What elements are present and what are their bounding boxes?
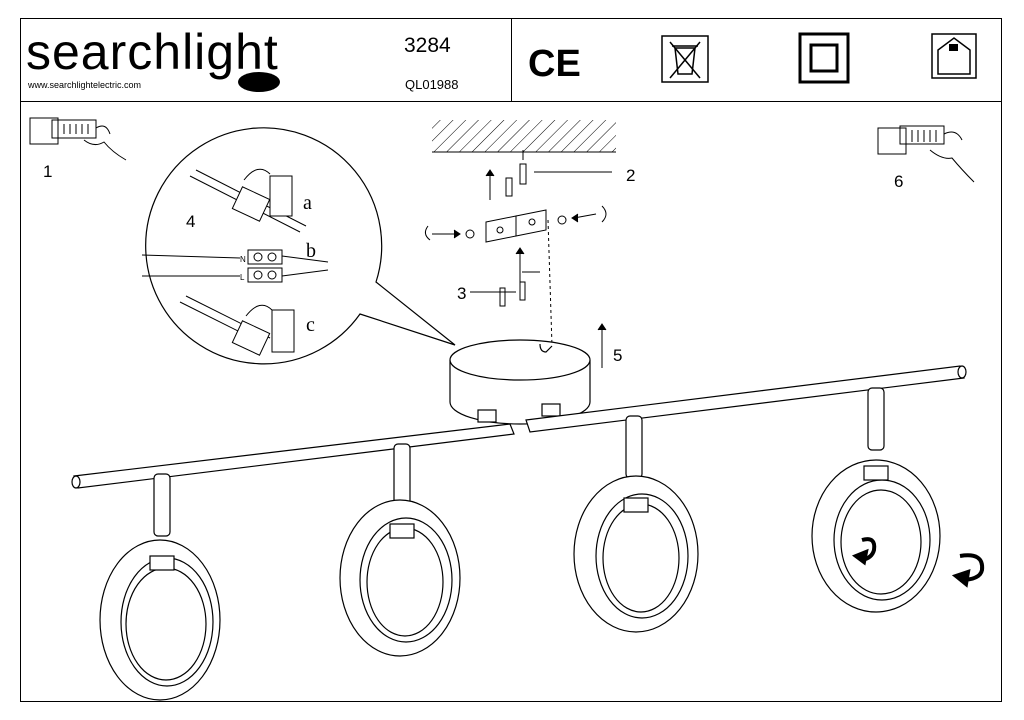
- assembly-arrows: [424, 169, 612, 368]
- switch-on-power-icon: [877, 125, 975, 183]
- model-number: 3284: [404, 34, 451, 57]
- switch-off-power-icon: [29, 117, 127, 161]
- mounting-bracket: [485, 209, 547, 243]
- spotlight-head-3: [573, 415, 699, 633]
- step-3-number: 3: [457, 284, 467, 303]
- website-url: www.searchlightelectric.com: [28, 80, 142, 90]
- terminal-label-n: N: [240, 255, 246, 264]
- grub-screws: [465, 215, 567, 239]
- ce-mark-icon: CE: [528, 43, 581, 85]
- step-6-number: 6: [894, 172, 904, 191]
- ceiling-hatch: [432, 120, 616, 153]
- terminal-block-a: [189, 168, 307, 233]
- step-2-number: 2: [626, 166, 636, 185]
- weee-bin-icon: [661, 35, 709, 83]
- ceiling-canopy: [449, 339, 591, 425]
- brand-logo: searchlight: [26, 24, 279, 80]
- header-divider: [20, 101, 1002, 102]
- wiring-label-a: a: [303, 192, 312, 214]
- product-code: QL01988: [405, 77, 459, 92]
- header-column-divider: [511, 18, 512, 101]
- wiring-label-b: b: [306, 240, 316, 262]
- terminal-block-b: [141, 249, 329, 283]
- terminal-label-l: L: [240, 273, 245, 282]
- indoor-use-icon: [931, 33, 977, 79]
- double-insulation-icon: [798, 32, 850, 84]
- wall-plug-screws: [499, 150, 527, 307]
- spotlight-head-1: [99, 473, 221, 701]
- step-4-number: 4: [186, 212, 196, 231]
- brand-logo-dot: [238, 72, 280, 92]
- step-5-number: 5: [613, 346, 623, 365]
- spotlight-head-2: [339, 443, 461, 657]
- spotlight-head-4: [811, 387, 941, 613]
- step-1-number: 1: [43, 162, 53, 181]
- terminal-block-c: [179, 295, 295, 356]
- rotate-arrow-icon: [851, 537, 985, 588]
- wiring-label-c: c: [306, 314, 315, 336]
- wiring-detail-callout: [141, 127, 456, 365]
